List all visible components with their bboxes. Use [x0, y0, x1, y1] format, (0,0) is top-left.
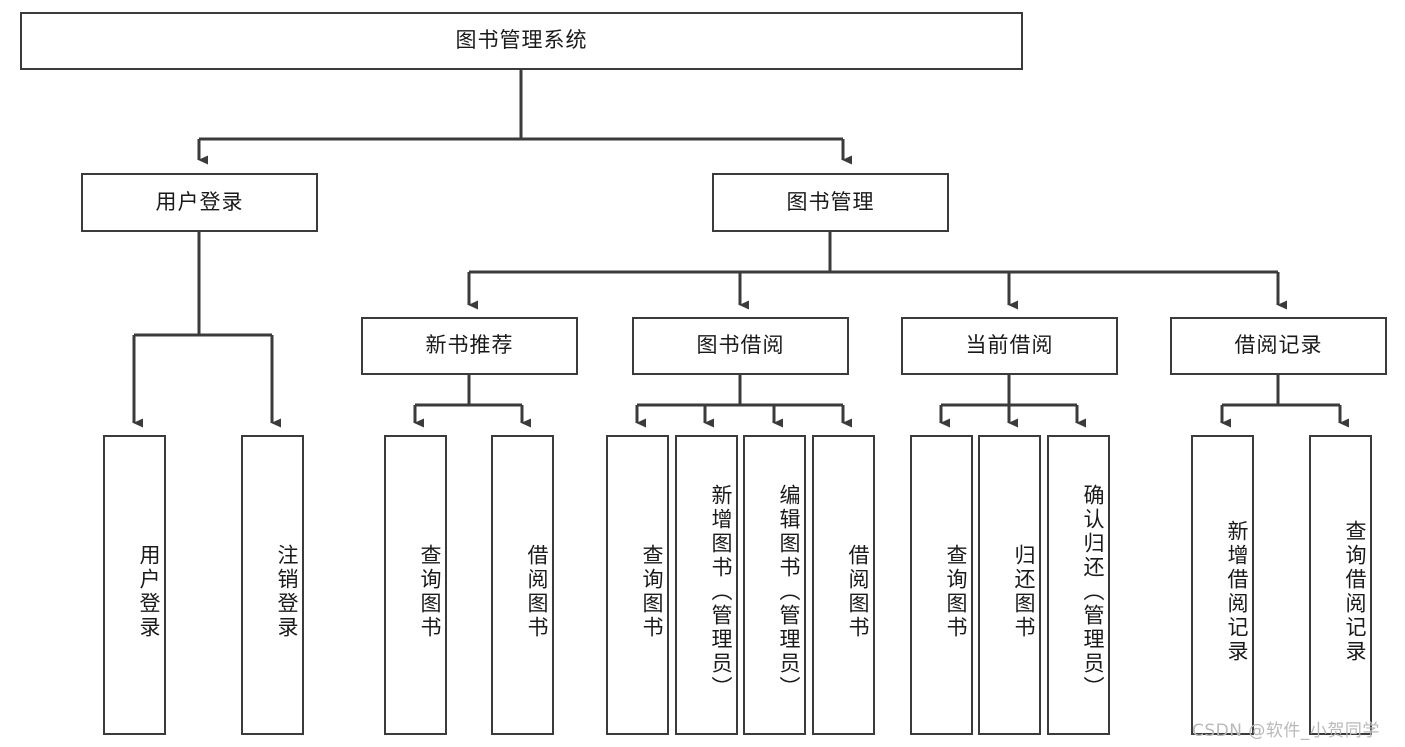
node-book-management[interactable]: 图书管理	[712, 173, 949, 232]
node-label: 新增借阅记录	[1225, 520, 1249, 664]
node-label: 图书管理系统	[455, 28, 588, 53]
node-label: 新增图书（管理员）	[709, 484, 733, 700]
leaf-record-query-record[interactable]: 查询借阅记录	[1309, 435, 1372, 735]
leaf-recommend-query-book[interactable]: 查询图书	[384, 435, 447, 735]
node-borrow-record[interactable]: 借阅记录	[1170, 317, 1387, 375]
leaf-current-return-book[interactable]: 归还图书	[978, 435, 1041, 735]
node-new-book-recommend[interactable]: 新书推荐	[361, 317, 578, 375]
leaf-user-login-login[interactable]: 用户登录	[103, 435, 166, 735]
node-label: 图书管理	[786, 189, 875, 214]
node-root-system[interactable]: 图书管理系统	[20, 12, 1023, 70]
node-label: 归还图书	[1012, 544, 1036, 640]
node-label: 借阅图书	[525, 544, 549, 640]
node-label: 借阅图书	[846, 544, 870, 640]
csdn-watermark: CSDN @软件_小贺同学	[1192, 721, 1380, 741]
node-label: 确认归还（管理员）	[1081, 484, 1105, 700]
leaf-current-query-book[interactable]: 查询图书	[910, 435, 973, 735]
node-label: 注销登录	[275, 544, 299, 640]
node-label: 用户登录	[155, 189, 244, 214]
node-label: 查询图书	[944, 544, 968, 640]
node-label: 用户登录	[137, 544, 161, 640]
leaf-record-add-record[interactable]: 新增借阅记录	[1191, 435, 1254, 735]
node-user-login[interactable]: 用户登录	[81, 173, 318, 232]
node-book-borrow[interactable]: 图书借阅	[632, 317, 849, 375]
node-label: 查询借阅记录	[1343, 520, 1367, 664]
leaf-user-login-logout[interactable]: 注销登录	[241, 435, 304, 735]
node-label: 借阅记录	[1234, 333, 1323, 358]
node-current-borrow[interactable]: 当前借阅	[901, 317, 1118, 375]
leaf-current-confirm-return-admin[interactable]: 确认归还（管理员）	[1047, 435, 1110, 735]
node-label: 当前借阅	[965, 333, 1054, 358]
leaf-borrow-borrow-book[interactable]: 借阅图书	[812, 435, 875, 735]
leaf-recommend-borrow-book[interactable]: 借阅图书	[491, 435, 554, 735]
leaf-borrow-query-book[interactable]: 查询图书	[606, 435, 669, 735]
node-label: 编辑图书（管理员）	[777, 484, 801, 700]
node-label: 图书借阅	[696, 333, 785, 358]
node-label: 查询图书	[640, 544, 664, 640]
node-label: 新书推荐	[425, 333, 514, 358]
leaf-borrow-edit-book-admin[interactable]: 编辑图书（管理员）	[743, 435, 806, 735]
node-label: 查询图书	[418, 544, 442, 640]
leaf-borrow-add-book-admin[interactable]: 新增图书（管理员）	[675, 435, 738, 735]
